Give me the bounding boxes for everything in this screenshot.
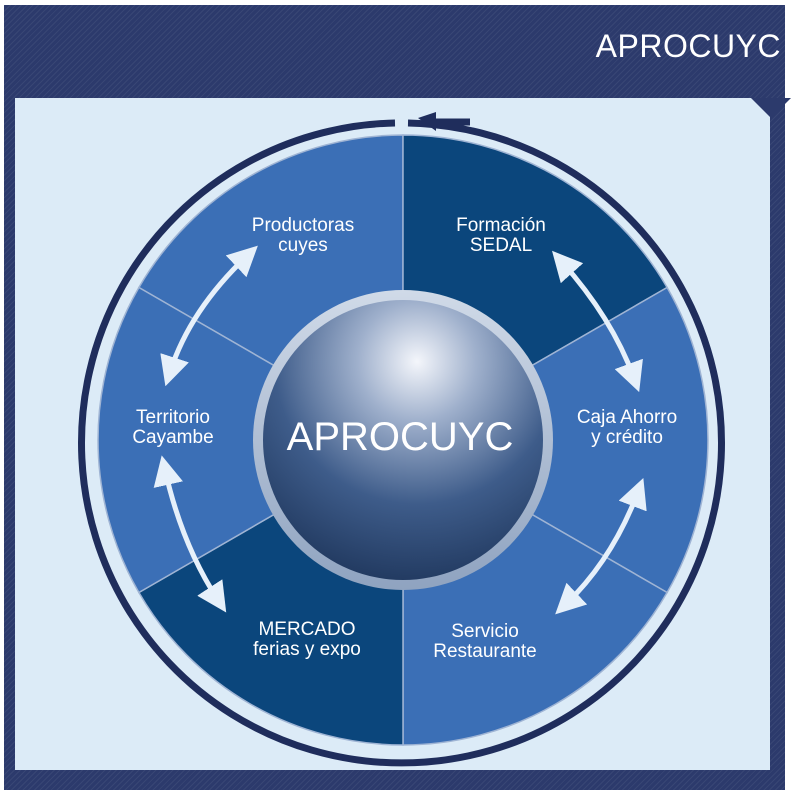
double-arrow-icon [153,455,227,613]
cycle-arrow-icon [418,112,436,131]
cycle-ring [78,119,725,767]
center-sphere [263,300,543,580]
center-label: APROCUYC [286,415,514,459]
double-arrow-icon [160,245,258,387]
header-title: APROCUYC [595,28,781,64]
double-arrow-icon [552,250,643,393]
double-arrow-icon [555,477,647,615]
header-notch [751,98,791,118]
